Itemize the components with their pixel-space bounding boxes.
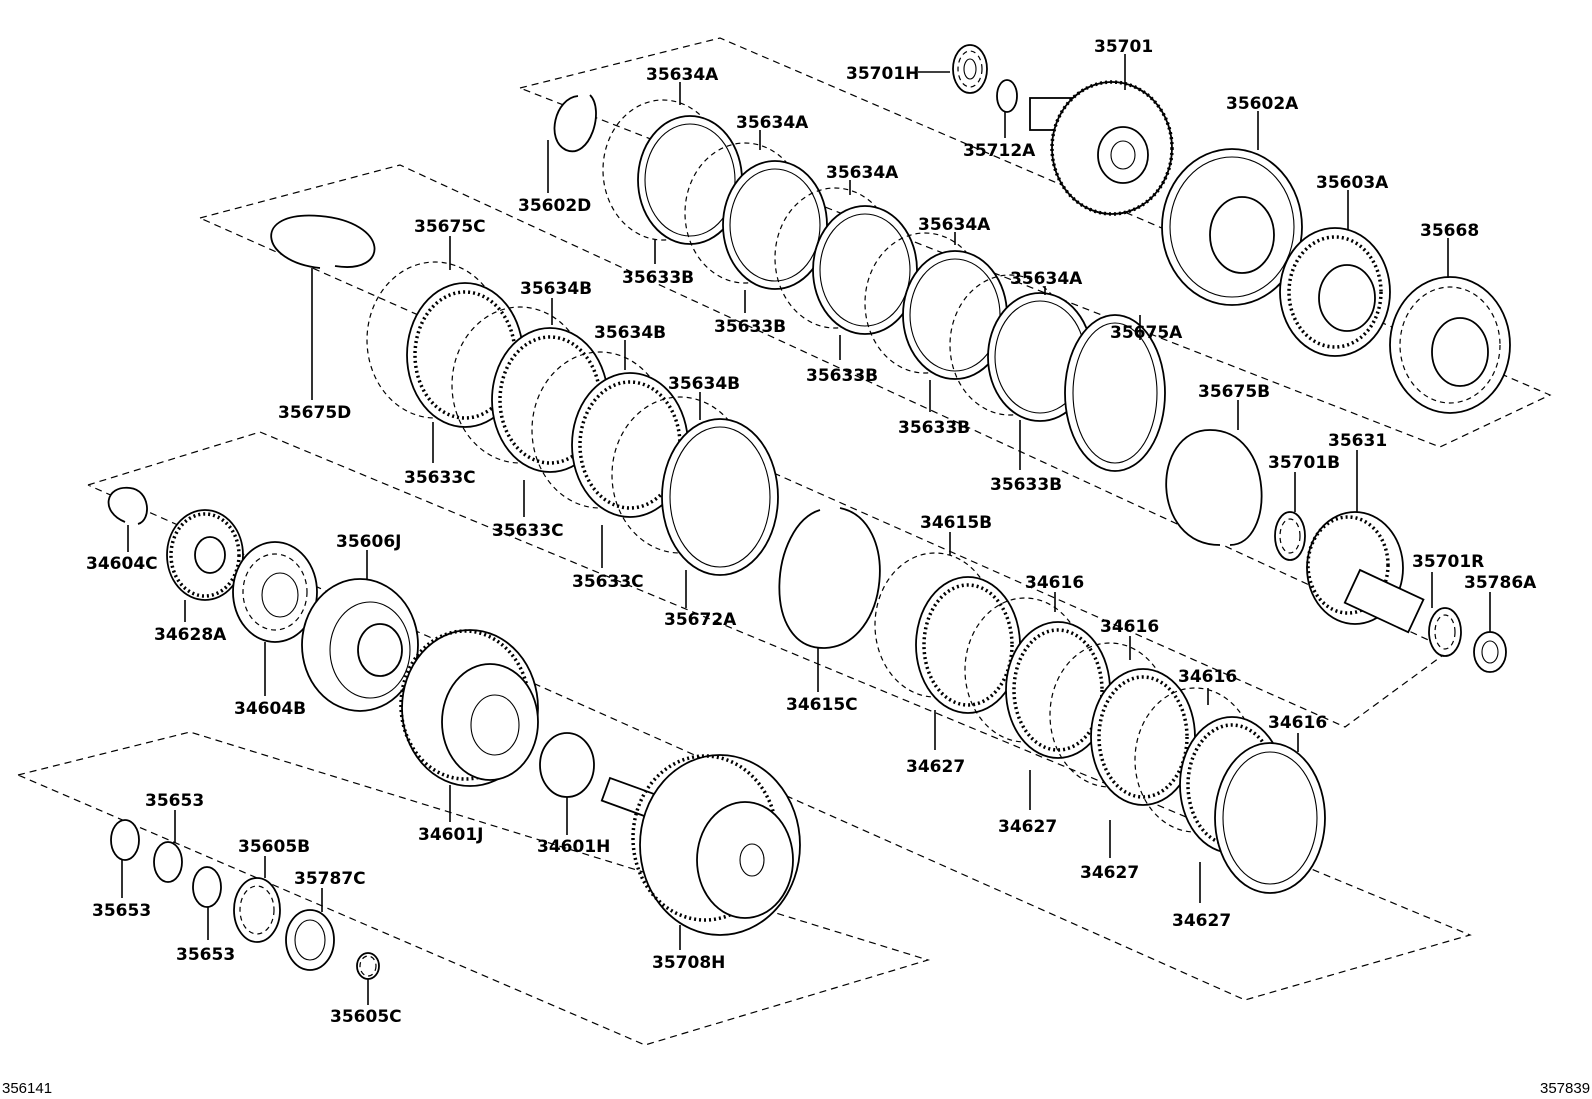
part-labels: 35701 35701H 35712A 35602A 35603A 35668 … — [86, 37, 1537, 1027]
label-35633B-4: 35633B — [898, 418, 970, 438]
part-34615C-snap-ring — [778, 507, 881, 649]
label-35634A-4: 35634A — [918, 215, 991, 235]
part-34601H-ring — [539, 732, 595, 798]
label-35675C: 35675C — [414, 217, 486, 237]
label-35633B-2: 35633B — [714, 317, 786, 337]
part-35701-drum — [1029, 80, 1174, 216]
label-34627-3: 34627 — [1080, 863, 1139, 883]
clutch-stack-c — [874, 552, 1326, 894]
label-35672A: 35672A — [664, 610, 737, 630]
label-35633C-1: 35633C — [404, 468, 476, 488]
clutch-stack-b — [366, 261, 779, 576]
part-35701R-bearing — [1428, 607, 1462, 657]
label-35787C: 35787C — [294, 869, 366, 889]
part-35786A-seal — [1473, 631, 1507, 673]
part-35701H-bearing — [952, 44, 988, 94]
label-35675A: 35675A — [1110, 323, 1183, 343]
label-34615B: 34615B — [920, 513, 992, 533]
part-35675B-snap-ring — [1165, 429, 1263, 546]
label-35701H: 35701H — [846, 64, 919, 84]
part-35605B-bearing — [233, 877, 281, 943]
label-35634A-1: 35634A — [646, 65, 719, 85]
part-35787C-washer — [285, 909, 335, 971]
label-34627-4: 34627 — [1172, 911, 1231, 931]
label-34616-1: 34616 — [1025, 573, 1084, 593]
part-35603A-spring-retainer — [1279, 227, 1391, 357]
part-35631-hub — [1306, 511, 1425, 634]
label-35634A-2: 35634A — [736, 113, 809, 133]
label-35631: 35631 — [1328, 431, 1387, 451]
label-35605B: 35605B — [238, 837, 310, 857]
label-35634A-3: 35634A — [826, 163, 899, 183]
part-35712A-ring — [996, 79, 1018, 113]
part-35653-ring-3 — [192, 866, 222, 908]
label-34604C: 34604C — [86, 554, 158, 574]
label-35675B: 35675B — [1198, 382, 1270, 402]
leader-lines — [121, 54, 1491, 1005]
label-35633B-1: 35633B — [622, 268, 694, 288]
label-34601H: 34601H — [537, 837, 610, 857]
label-34616-3: 34616 — [1178, 667, 1237, 687]
label-35701B: 35701B — [1268, 453, 1340, 473]
part-35606J-carrier — [301, 578, 419, 712]
part-34628A-gear — [166, 509, 244, 601]
label-35701: 35701 — [1094, 37, 1153, 57]
label-35634A-5: 35634A — [1010, 269, 1083, 289]
label-35606J: 35606J — [336, 532, 401, 552]
label-35633B-5: 35633B — [990, 475, 1062, 495]
label-34601J: 34601J — [418, 825, 483, 845]
footer-left-code: 356141 — [2, 1080, 52, 1097]
label-34604B: 34604B — [234, 699, 306, 719]
label-35668: 35668 — [1420, 221, 1479, 241]
label-35634B-1: 35634B — [520, 279, 592, 299]
footer-right-code: 357839 — [1540, 1080, 1590, 1097]
label-35712A: 35712A — [963, 141, 1036, 161]
label-34628A: 34628A — [154, 625, 227, 645]
part-35653-ring-2 — [153, 841, 183, 883]
label-34616-4: 34616 — [1268, 713, 1327, 733]
part-35653-ring-1 — [110, 819, 140, 861]
part-35605C-needle-bearing — [356, 952, 380, 980]
label-34616-2: 34616 — [1100, 617, 1159, 637]
label-35675D: 35675D — [278, 403, 351, 423]
part-35668-plate — [1389, 276, 1511, 414]
label-35653-3: 35653 — [176, 945, 235, 965]
label-35653-1: 35653 — [145, 791, 204, 811]
label-35605C: 35605C — [330, 1007, 402, 1027]
label-35634B-2: 35634B — [594, 323, 666, 343]
part-34604C-snap-ring — [107, 487, 148, 525]
part-34601J-gear-drum — [399, 629, 539, 787]
label-35634B-3: 35634B — [668, 374, 740, 394]
label-35633B-3: 35633B — [806, 366, 878, 386]
part-35708H-shaft-drum — [600, 754, 801, 936]
label-34627-2: 34627 — [998, 817, 1057, 837]
label-35602A: 35602A — [1226, 94, 1299, 114]
part-35675D-snap-ring — [270, 214, 376, 269]
label-35708H: 35708H — [652, 953, 725, 973]
part-34604B-bearing — [232, 541, 318, 643]
label-34615C: 34615C — [786, 695, 858, 715]
part-35602A-piston — [1161, 148, 1303, 306]
label-35701R: 35701R — [1412, 552, 1484, 572]
label-34627-1: 34627 — [906, 757, 965, 777]
part-35701B-bearing — [1274, 511, 1306, 561]
label-35786A: 35786A — [1464, 573, 1537, 593]
label-35603A: 35603A — [1316, 173, 1389, 193]
label-35633C-2: 35633C — [492, 521, 564, 541]
label-35653-2: 35653 — [92, 901, 151, 921]
clutch-stack-a — [602, 99, 1166, 472]
label-35602D: 35602D — [518, 196, 591, 216]
label-35633C-3: 35633C — [572, 572, 644, 592]
part-35602D-snap-ring — [553, 94, 597, 153]
